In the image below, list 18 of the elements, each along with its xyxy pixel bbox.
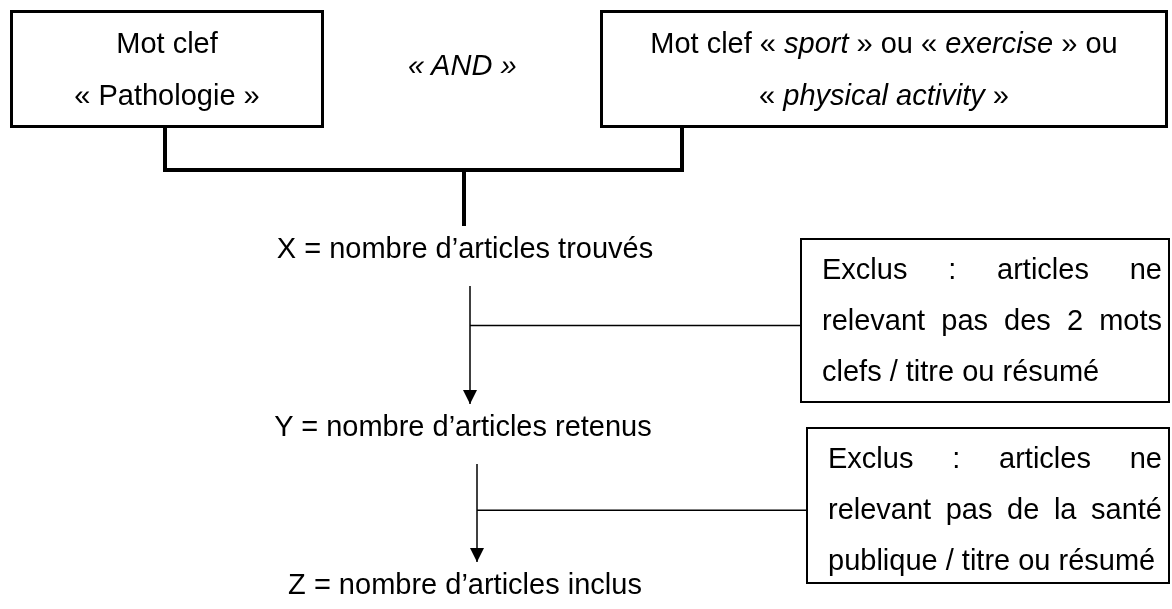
- keyword-box: [600, 10, 1168, 128]
- result-text: Z = nombre d’articles inclus: [235, 562, 695, 608]
- result-text: X = nombre d’articles trouvés: [235, 226, 695, 272]
- operator-label: « AND »: [408, 48, 517, 83]
- bracket-line: [462, 128, 684, 226]
- keyword-box: [10, 10, 324, 128]
- exclusion-box: [806, 427, 1170, 584]
- result-text: Y = nombre d’articles retenus: [233, 404, 693, 450]
- connector-line: [476, 509, 807, 511]
- box-text: Exclus : articles ne relevant pas des 2 mots clefs / titre ou résumé: [822, 252, 1162, 389]
- box-text: Mot clef « sport » ou « exercise » ou « physical activity »: [649, 26, 1119, 113]
- arrow: [470, 463, 484, 563]
- box-text: Exclus : articles ne relevant pas de la santé publique / titre ou résumé: [828, 441, 1162, 578]
- arrow: [463, 285, 477, 405]
- box-text: « Pathologie »: [74, 78, 260, 113]
- exclusion-box: [800, 238, 1170, 403]
- box-text: Mot clef: [116, 26, 218, 61]
- connector-line: [469, 324, 801, 327]
